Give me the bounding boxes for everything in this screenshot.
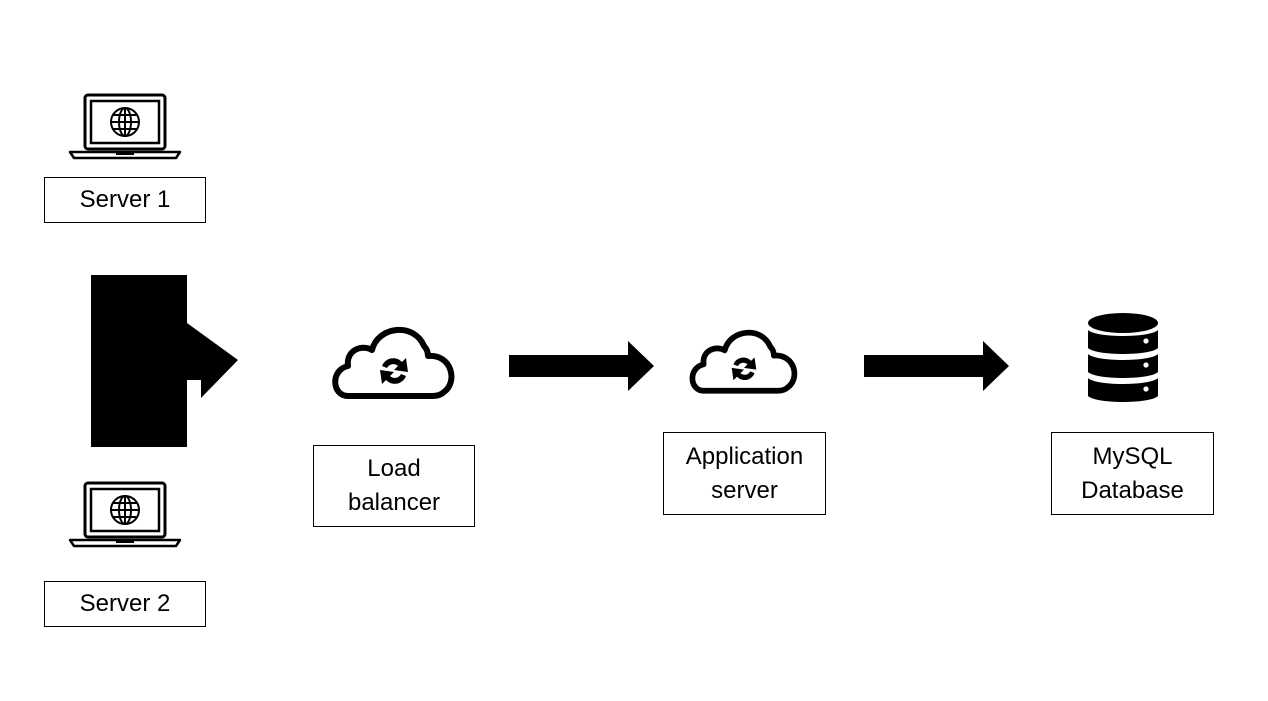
database-icon xyxy=(1088,313,1158,402)
merge-arrow xyxy=(91,275,238,447)
arrow-app-to-db xyxy=(864,341,1009,391)
load-balancer-label: Load balancer xyxy=(313,445,475,527)
laptop-globe-icon xyxy=(68,481,182,548)
database-label: MySQL Database xyxy=(1051,432,1214,515)
cloud-sync-icon xyxy=(332,327,455,399)
app-server-label: Application server xyxy=(663,432,826,515)
cloud-sync-icon xyxy=(689,329,798,394)
laptop-globe-icon xyxy=(68,93,182,160)
server2-label: Server 2 xyxy=(44,581,206,627)
server1-label: Server 1 xyxy=(44,177,206,223)
arrow-lb-to-app xyxy=(509,341,654,391)
